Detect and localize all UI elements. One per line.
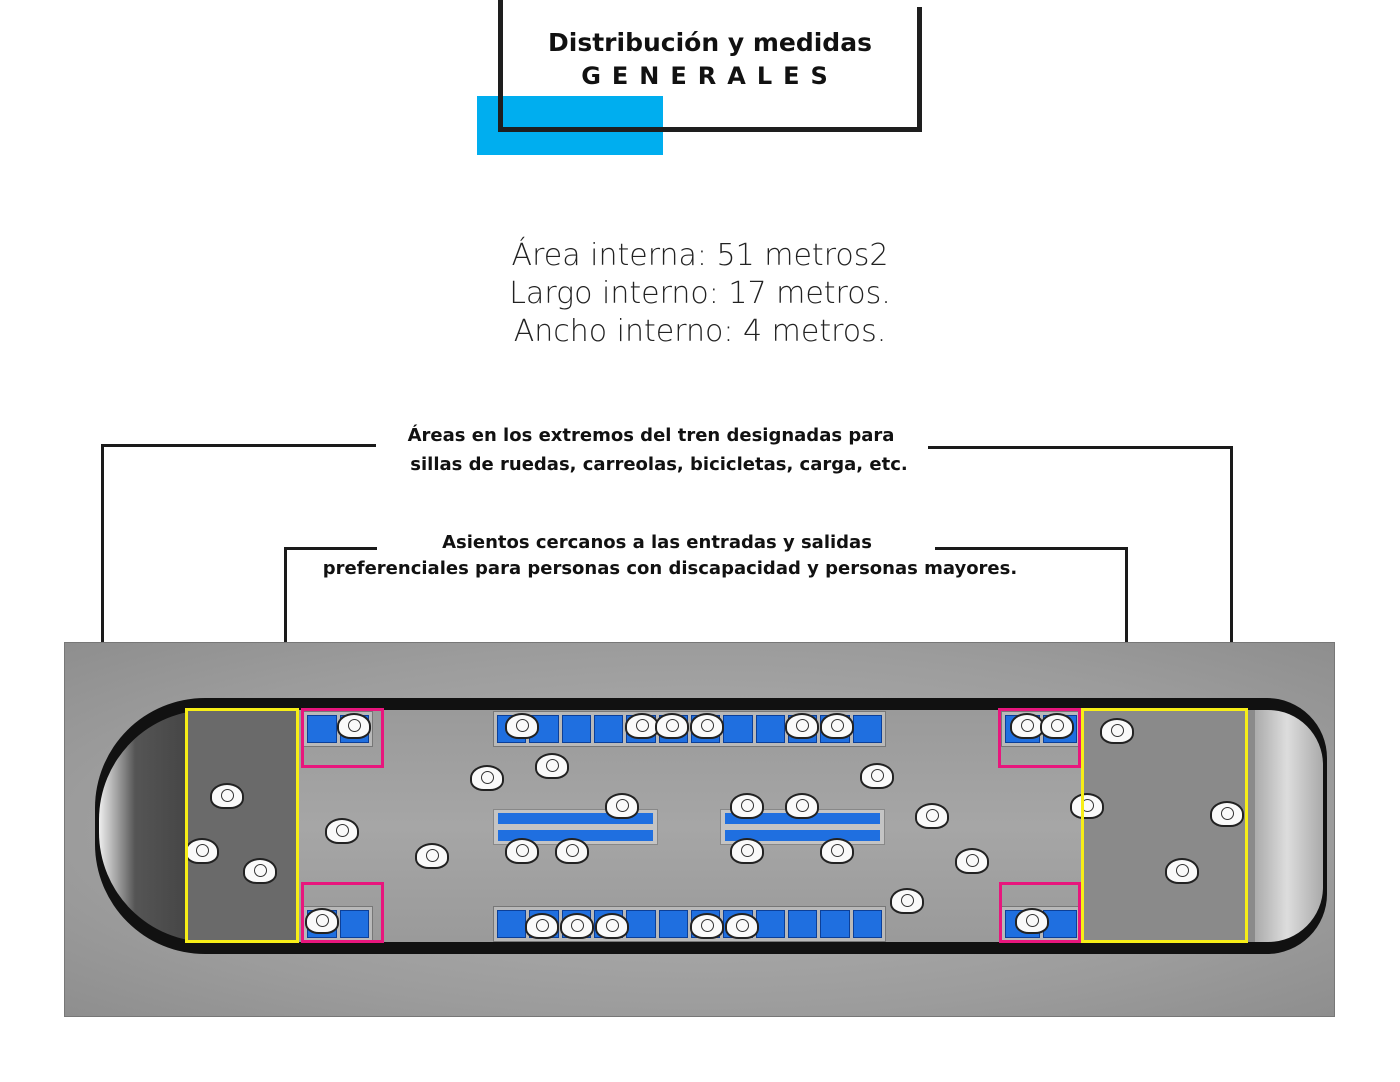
passenger-figure — [785, 793, 819, 819]
passenger-figure — [595, 913, 629, 939]
passenger-figure — [210, 783, 244, 809]
passenger-figure — [415, 843, 449, 869]
bench-seat — [498, 830, 653, 841]
note-end-areas-line1: Áreas en los extremos del tren designada… — [380, 425, 922, 446]
note-preferential-line1: Asientos cercanos a las entradas y salid… — [380, 532, 934, 553]
bracket-preferential-left-h — [284, 547, 377, 550]
passenger-figure — [725, 913, 759, 939]
seat — [820, 910, 850, 938]
passenger-figure — [1210, 801, 1244, 827]
stat-width: Ancho interno: 4 metros. — [513, 314, 887, 349]
seat — [307, 715, 337, 743]
passenger-figure — [325, 818, 359, 844]
title-frame-left — [498, 0, 503, 132]
passenger-figure — [1070, 793, 1104, 819]
passenger-figure — [625, 713, 659, 739]
page-subtitle: GENERALES — [581, 62, 839, 90]
bracket-end-areas-right-v — [1230, 446, 1233, 642]
passenger-figure — [305, 908, 339, 934]
page-title: Distribución y medidas — [548, 28, 872, 57]
seat — [593, 715, 624, 743]
preferential-seats-bottom-right — [999, 882, 1081, 943]
passenger-figure — [730, 793, 764, 819]
end-zone-left — [185, 710, 298, 942]
passenger-figure — [690, 913, 724, 939]
bench-seat — [725, 830, 880, 841]
bracket-end-areas-right-h — [928, 446, 1233, 449]
bench-seat — [498, 813, 653, 824]
seat — [852, 910, 882, 938]
passenger-figure — [1015, 908, 1049, 934]
passenger-figure — [1100, 718, 1134, 744]
passenger-figure — [525, 913, 559, 939]
bracket-end-areas-left-v — [101, 444, 104, 642]
seat — [658, 910, 688, 938]
bracket-end-areas-left-h — [101, 444, 376, 447]
seat — [852, 715, 882, 743]
stat-length: Largo interno: 17 metros. — [509, 276, 891, 311]
preferential-seats-top-right — [998, 708, 1081, 768]
passenger-figure — [820, 838, 854, 864]
stat-area: Área interna: 51 metros2 — [511, 238, 889, 273]
passenger-figure — [860, 763, 894, 789]
passenger-figure — [890, 888, 924, 914]
passenger-figure — [955, 848, 989, 874]
preferential-seats-top-left — [301, 708, 384, 768]
accent-block — [477, 96, 663, 155]
passenger-figure — [560, 913, 594, 939]
passenger-figure — [505, 713, 539, 739]
wheelchair-area-left — [185, 708, 299, 943]
note-preferential-line2: preferenciales para personas con discapa… — [322, 558, 1018, 579]
seat — [787, 910, 818, 938]
seat — [339, 910, 369, 938]
seat — [755, 715, 785, 743]
passenger-figure — [1165, 858, 1199, 884]
passenger-figure — [690, 713, 724, 739]
seat — [626, 910, 656, 938]
seat — [561, 715, 591, 743]
passenger-figure — [820, 713, 854, 739]
note-end-areas-line2: sillas de ruedas, carreolas, bicicletas,… — [410, 454, 908, 475]
passenger-figure — [505, 838, 539, 864]
bracket-preferential-right-v — [1125, 547, 1128, 642]
passenger-figure — [655, 713, 689, 739]
seat — [755, 910, 785, 938]
passenger-figure — [185, 838, 219, 864]
passenger-figure — [243, 858, 277, 884]
preferential-seats-bottom-left — [301, 882, 384, 943]
wheelchair-area-right — [1081, 708, 1248, 943]
passenger-figure — [915, 803, 949, 829]
passenger-figure — [555, 838, 589, 864]
passenger-figure — [337, 713, 371, 739]
passenger-figure — [535, 753, 569, 779]
passenger-figure — [730, 838, 764, 864]
seat — [723, 715, 753, 743]
passenger-figure — [785, 713, 819, 739]
train-floorplan — [64, 642, 1335, 1017]
title-frame-bottom — [498, 127, 922, 132]
seat — [497, 910, 527, 938]
passenger-figure — [470, 765, 504, 791]
title-frame-right — [917, 7, 922, 132]
passenger-figure — [1040, 713, 1074, 739]
passenger-figure — [605, 793, 639, 819]
bracket-preferential-left-v — [284, 547, 287, 642]
bracket-preferential-right-h — [935, 547, 1128, 550]
